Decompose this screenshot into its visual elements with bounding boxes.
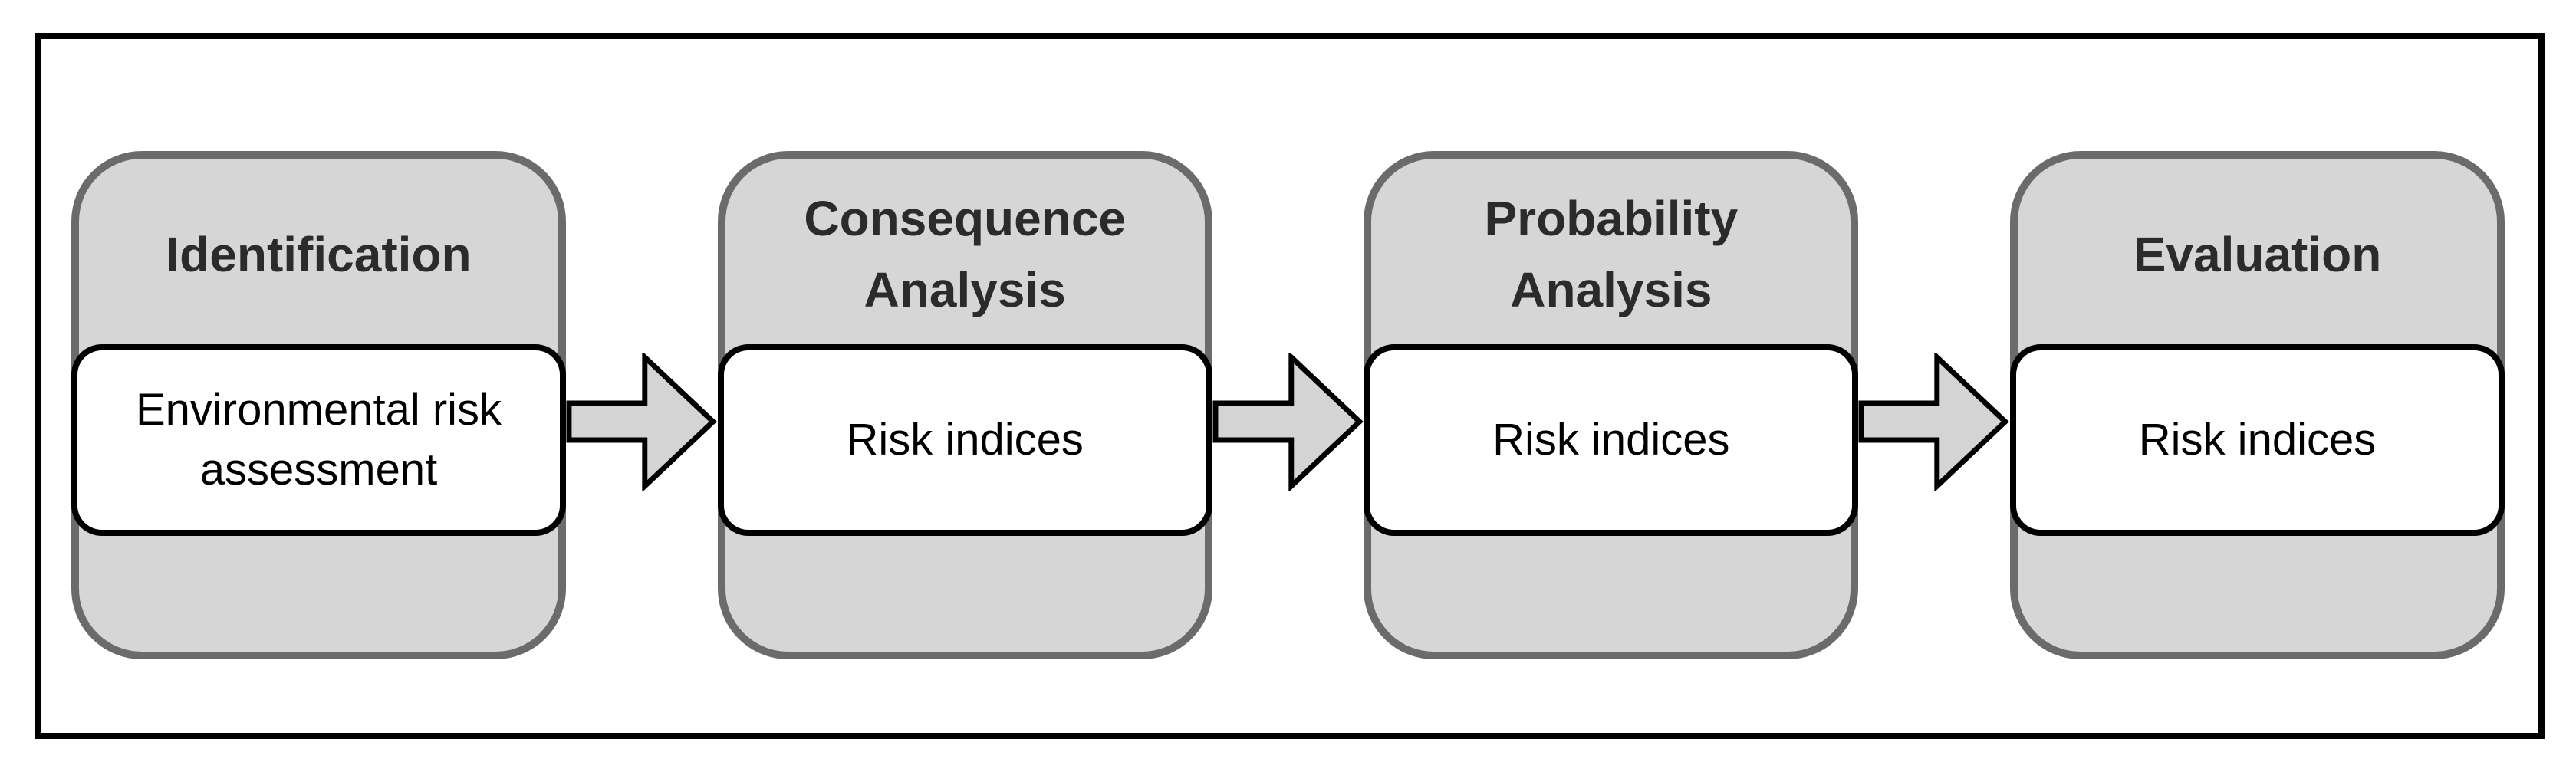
flow-arrow-slot [1212,151,1364,659]
stage-evaluation: Evaluation Risk indices [2010,151,2505,659]
stage-output-label: Risk indices [846,414,1084,465]
process-flow-row: Identification Environmental risk assess… [71,151,2505,659]
stage-output-box: Risk indices [2010,344,2505,536]
diagram-frame: Identification Environmental risk assess… [35,33,2545,739]
right-arrow-icon [1212,353,1364,491]
right-arrow-icon [1858,353,2010,491]
stage-title: Identification [166,226,472,282]
flow-arrow-slot [1858,151,2010,659]
stage-title: Consequence Analysis [804,191,1126,317]
right-arrow-icon [566,353,717,491]
stage-title: Evaluation [2133,226,2382,282]
stage-probability-analysis: Probability Analysis Risk indices [1364,151,1859,659]
stage-output-box: Risk indices [717,344,1212,536]
stage-identification: Identification Environmental risk assess… [71,151,566,659]
stage-consequence-analysis: Consequence Analysis Risk indices [717,151,1212,659]
stage-output-box: Environmental risk assessment [71,344,566,536]
stage-output-label: Risk indices [1492,414,1730,465]
stage-output-box: Risk indices [1364,344,1859,536]
stage-output-label: Environmental risk assessment [135,384,502,494]
stage-title: Probability Analysis [1484,191,1739,317]
stage-output-label: Risk indices [2138,414,2377,465]
flow-arrow-slot [566,151,718,659]
